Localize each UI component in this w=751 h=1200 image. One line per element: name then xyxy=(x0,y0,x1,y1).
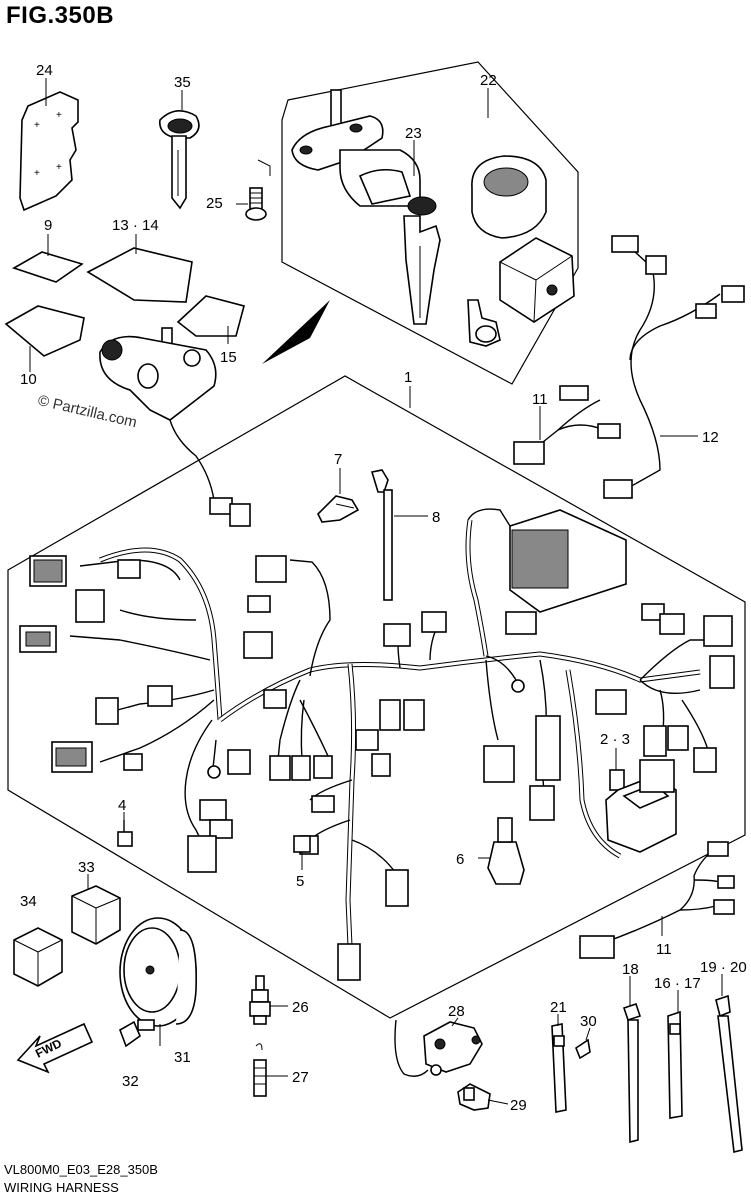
callout-33: 33 xyxy=(78,859,95,876)
relay-33 xyxy=(71,885,121,945)
switch-housing xyxy=(99,327,251,527)
callout-7: 7 xyxy=(334,451,342,468)
callout-27: 27 xyxy=(292,1069,309,1086)
relay-34 xyxy=(13,927,63,987)
callout-30: 30 xyxy=(580,1013,597,1030)
bolt-32 xyxy=(119,1019,155,1048)
figure-name: WIRING HARNESS xyxy=(4,1180,119,1195)
model-code: VL800M0_E03_E28_350B xyxy=(4,1162,158,1177)
callout-22: 22 xyxy=(480,72,497,89)
callout-16-17: 16 · 17 xyxy=(654,975,701,992)
callout-11-upper: 11 xyxy=(532,391,548,408)
callout-31: 31 xyxy=(174,1049,191,1066)
part-6 xyxy=(487,817,525,885)
callout-19-20: 19 · 20 xyxy=(700,959,747,976)
callout-5: 5 xyxy=(296,873,304,890)
svg-text:+: + xyxy=(34,168,40,179)
callout-4: 4 xyxy=(118,797,126,814)
svg-text:+: + xyxy=(56,110,62,121)
figure-title: FIG.350B xyxy=(6,2,115,29)
label-9 xyxy=(12,251,84,283)
sensor-28 xyxy=(394,1019,483,1077)
callout-13-14: 13 · 14 xyxy=(112,217,159,234)
label-13-14 xyxy=(86,247,193,303)
tie-19-20 xyxy=(715,994,743,1153)
lock-cylinder xyxy=(467,299,501,347)
callout-25: 25 xyxy=(206,195,223,212)
bolt-29 xyxy=(457,1083,491,1111)
screw-25 xyxy=(245,159,271,221)
steering-lock-cap xyxy=(471,155,547,239)
svg-text:+: + xyxy=(34,120,40,131)
callout-23: 23 xyxy=(405,125,422,142)
ecu-connector xyxy=(467,508,627,613)
screw-30 xyxy=(575,1038,591,1060)
clamp-21 xyxy=(551,1023,567,1113)
ignition-key-35 xyxy=(159,110,200,210)
callout-32: 32 xyxy=(122,1073,139,1090)
direction-arrow xyxy=(262,300,330,364)
callout-29: 29 xyxy=(510,1097,527,1114)
sub-harness-12 xyxy=(603,235,745,499)
ignition-switch-23 xyxy=(291,89,441,325)
tie-8 xyxy=(370,469,393,601)
callout-35: 35 xyxy=(174,74,191,91)
clamp-7 xyxy=(317,495,360,523)
ignition-switch-set-frame xyxy=(281,61,579,385)
callout-15: 15 xyxy=(220,349,237,366)
label-10 xyxy=(4,305,85,357)
callout-2-3: 2 · 3 xyxy=(600,731,630,748)
tie-18 xyxy=(622,1002,642,1144)
label-15 xyxy=(176,295,245,337)
clamp-16-17 xyxy=(667,1010,683,1119)
main-harness-frame xyxy=(7,375,746,1019)
sub-harness-11-lower xyxy=(579,841,735,959)
spring-27 xyxy=(253,1043,267,1097)
callout-18: 18 xyxy=(622,961,639,978)
harness-connectors xyxy=(19,555,735,981)
leader-lines xyxy=(29,78,723,1105)
callout-11-lower: 11 xyxy=(656,941,672,958)
horn-31 xyxy=(119,917,197,1027)
callout-6: 6 xyxy=(456,851,464,868)
front-direction-indicator: FWD xyxy=(16,1022,94,1074)
callout-21: 21 xyxy=(550,999,567,1016)
callout-10: 10 xyxy=(20,371,37,388)
callout-1: 1 xyxy=(404,369,412,386)
callout-24: 24 xyxy=(36,62,53,79)
part-5 xyxy=(293,835,311,853)
callout-8: 8 xyxy=(432,509,440,526)
callout-numbers: 24 35 22 23 25 9 13 · 14 15 10 1 11 12 7… xyxy=(20,62,747,1114)
main-harness-1 xyxy=(69,519,710,947)
plate-24: + + + + xyxy=(19,91,79,212)
callout-34: 34 xyxy=(20,893,37,910)
seat-lock-box xyxy=(499,237,575,323)
neutral-switch-26 xyxy=(249,975,271,1025)
relay-box-2-3 xyxy=(605,759,677,853)
svg-text:+: + xyxy=(56,162,62,173)
callout-28: 28 xyxy=(448,1003,465,1020)
callout-26: 26 xyxy=(292,999,309,1016)
sub-harness-11-upper xyxy=(513,385,621,465)
part-4 xyxy=(117,820,133,847)
callout-12: 12 xyxy=(702,429,719,446)
callout-9: 9 xyxy=(44,217,52,234)
